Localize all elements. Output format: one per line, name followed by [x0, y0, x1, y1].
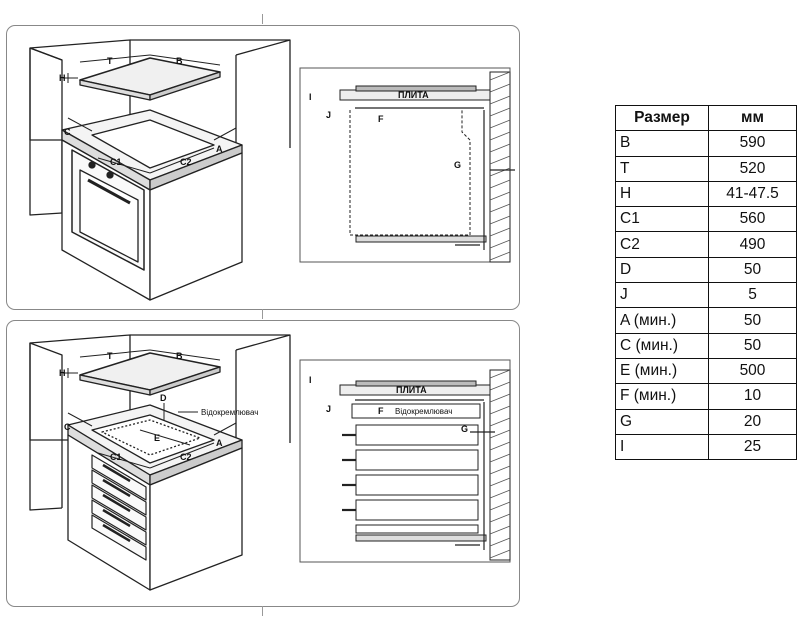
section-separator-label: Відокремлювач: [395, 407, 452, 416]
row-dimension: A (мин.): [615, 307, 709, 334]
dim-label-T: T: [107, 56, 113, 66]
row-dimension: H: [615, 180, 709, 208]
table-row: A (мин.)50: [615, 307, 797, 334]
dim-label-A: A: [216, 144, 223, 154]
row-dimension: I: [615, 433, 709, 461]
table-row: F (мин.)10: [615, 383, 797, 410]
dim-label-C2-bottom: C2: [180, 452, 192, 462]
row-value: 20: [708, 408, 797, 435]
row-dimension: C2: [615, 231, 709, 258]
row-dimension: E (мин.): [615, 357, 709, 385]
section-label-F-bottom: F: [378, 406, 384, 416]
row-value: 590: [708, 130, 797, 157]
row-value: 10: [708, 383, 797, 410]
section-label-J-top: J: [326, 110, 331, 120]
row-dimension: T: [615, 155, 709, 182]
section-label-G-top: G: [454, 160, 461, 170]
dim-label-B: B: [176, 56, 183, 66]
dim-label-A-bottom: A: [216, 438, 223, 448]
bottom-center-tick: [262, 606, 263, 616]
table-header-mm: мм: [708, 104, 797, 132]
dim-label-C: C: [64, 127, 71, 137]
row-value: 490: [708, 231, 797, 258]
row-value: 500: [708, 357, 797, 385]
dim-label-H: H: [59, 73, 66, 83]
row-dimension: G: [615, 408, 709, 435]
section-plate-label-bottom: ПЛИТА: [396, 385, 427, 395]
row-dimension: F (мин.): [615, 383, 709, 410]
row-value: 50: [708, 307, 797, 334]
row-dimension: B: [615, 130, 709, 157]
row-value: 520: [708, 155, 797, 182]
top-center-tick: [262, 14, 263, 24]
section-label-I-top: I: [309, 92, 312, 102]
dim-label-T-bottom: T: [107, 351, 113, 361]
middle-center-tick: [262, 309, 263, 319]
dim-label-C-bottom: C: [64, 422, 71, 432]
dim-label-E: E: [154, 433, 160, 443]
row-dimension: C (мин.): [615, 332, 709, 359]
section-label-F-top: F: [378, 114, 384, 124]
table-row: C (мин.)50: [615, 332, 797, 359]
dim-label-H-bottom: H: [59, 368, 66, 378]
table-header-size: Размер: [615, 104, 709, 132]
section-label-J-bottom: J: [326, 404, 331, 414]
row-value: 50: [708, 332, 797, 359]
row-value: 41-47.5: [708, 180, 797, 208]
separator-label-iso: Відокремлювач: [201, 408, 258, 417]
section-label-G-bottom: G: [461, 424, 468, 434]
table-header-row: Размер мм: [615, 104, 797, 132]
row-value: 560: [708, 206, 797, 233]
section-plate-label-top: ПЛИТА: [398, 90, 429, 100]
dim-label-C2: C2: [180, 157, 192, 167]
row-value: 25: [708, 433, 797, 461]
row-dimension: J: [615, 282, 709, 309]
section-label-I-bottom: I: [309, 375, 312, 385]
dim-label-C1-bottom: C1: [110, 452, 122, 462]
row-value: 5: [708, 282, 797, 309]
row-value: 50: [708, 256, 797, 284]
dim-label-C1: C1: [110, 157, 122, 167]
table-row: E (мин.)500: [615, 357, 797, 385]
dim-label-D: D: [160, 393, 167, 403]
row-dimension: D: [615, 256, 709, 284]
row-dimension: C1: [615, 206, 709, 233]
dim-label-B-bottom: B: [176, 351, 183, 361]
